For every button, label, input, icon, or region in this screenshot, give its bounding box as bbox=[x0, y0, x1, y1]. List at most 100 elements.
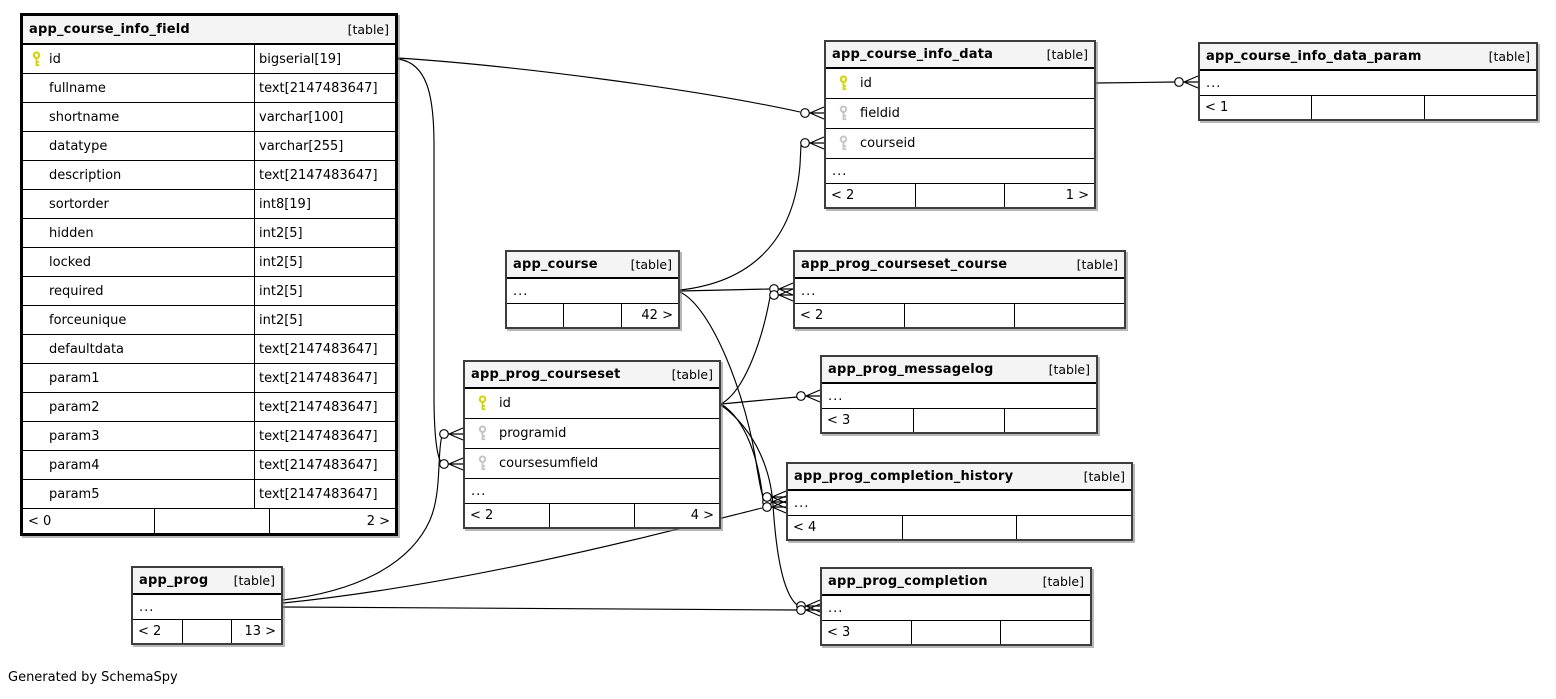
table-header[interactable]: app_course [table] bbox=[507, 252, 678, 279]
footer-mid bbox=[901, 516, 1017, 539]
column-name: hidden bbox=[49, 225, 94, 241]
column-name: param5 bbox=[49, 486, 100, 502]
table-header[interactable]: app_prog_courseset_course [table] bbox=[795, 252, 1124, 279]
column-name: shortname bbox=[49, 109, 120, 125]
column-name: id bbox=[860, 76, 872, 91]
table-app_prog_completion[interactable]: app_prog_completion [table] ... < 3 bbox=[820, 567, 1092, 646]
column-name: programid bbox=[499, 426, 567, 441]
table-tag: [table] bbox=[1083, 469, 1125, 484]
column-type: text[2147483647] bbox=[254, 74, 395, 102]
generated-by-text: Generated by SchemaSpy bbox=[8, 670, 178, 685]
ellipsis-row: ... bbox=[822, 596, 1090, 621]
table-name: app_course_info_field bbox=[29, 22, 190, 37]
column-name: fieldid bbox=[860, 106, 900, 121]
column-type: int2[5] bbox=[254, 277, 395, 305]
column-type: int2[5] bbox=[254, 306, 395, 334]
footer-mid bbox=[181, 620, 232, 643]
table-app_course_info_data_param[interactable]: app_course_info_data_param [table] ... <… bbox=[1198, 42, 1538, 121]
table-tag: [table] bbox=[233, 573, 275, 588]
table-footer: 42 > bbox=[507, 304, 678, 327]
column-type: varchar[255] bbox=[254, 132, 395, 160]
column-name: param3 bbox=[49, 428, 100, 444]
crowfoot-connector bbox=[796, 603, 821, 617]
table-header[interactable]: app_prog_completion [table] bbox=[822, 569, 1090, 596]
table-header[interactable]: app_prog_completion_history [table] bbox=[788, 464, 1131, 491]
footer-mid bbox=[563, 304, 620, 327]
table-footer: < 3 bbox=[822, 409, 1096, 432]
table-name: app_prog_completion_history bbox=[794, 469, 1014, 484]
footer-right bbox=[1016, 516, 1131, 539]
crowfoot-connector bbox=[800, 136, 825, 150]
crowfoot-connector bbox=[769, 288, 794, 302]
footer-right: 1 > bbox=[1004, 184, 1094, 207]
footer-mid bbox=[910, 621, 1001, 644]
column-row: required int2[5] bbox=[23, 277, 395, 306]
foreign-key-icon bbox=[826, 135, 860, 152]
fk-edge bbox=[397, 58, 443, 464]
footer-mid bbox=[1311, 96, 1423, 119]
table-name: app_prog_courseset_course bbox=[801, 257, 1008, 272]
fk-edge bbox=[397, 57, 801, 113]
table-name: app_prog_completion bbox=[828, 574, 988, 589]
table-header[interactable]: app_course_info_field [table] bbox=[23, 16, 395, 45]
primary-key-icon bbox=[23, 50, 49, 68]
table-header[interactable]: app_prog [table] bbox=[133, 568, 281, 595]
table-app_course[interactable]: app_course [table] ... 42 > bbox=[505, 250, 680, 329]
column-type: text[2147483647] bbox=[254, 364, 395, 392]
column-row: id bbox=[826, 69, 1094, 99]
footer-right bbox=[1004, 409, 1096, 432]
column-type: varchar[100] bbox=[254, 103, 395, 131]
table-columns: ... bbox=[788, 491, 1131, 516]
fk-edge bbox=[282, 606, 798, 611]
table-header[interactable]: app_course_info_data_param [table] bbox=[1200, 44, 1536, 71]
table-columns: ... bbox=[133, 595, 281, 620]
fk-edge bbox=[679, 144, 802, 291]
ellipsis-row: ... bbox=[1200, 71, 1536, 96]
table-name: app_prog bbox=[139, 573, 209, 588]
table-footer: < 1 bbox=[1200, 96, 1536, 119]
table-header[interactable]: app_prog_courseset [table] bbox=[465, 362, 719, 389]
column-name: locked bbox=[49, 254, 92, 270]
table-footer: < 2 1 > bbox=[826, 184, 1094, 207]
column-type: text[2147483647] bbox=[254, 393, 395, 421]
footer-mid bbox=[549, 504, 634, 527]
table-columns: ... bbox=[507, 279, 678, 304]
table-header[interactable]: app_prog_messagelog [table] bbox=[822, 357, 1096, 384]
column-name: id bbox=[499, 396, 511, 411]
table-tag: [table] bbox=[347, 22, 389, 37]
table-app_prog_messagelog[interactable]: app_prog_messagelog [table] ... < 3 bbox=[820, 355, 1098, 434]
table-columns: ... bbox=[822, 384, 1096, 409]
footer-right: 2 > bbox=[269, 509, 395, 533]
footer-left: < 2 bbox=[831, 188, 855, 203]
fk-edge bbox=[282, 435, 443, 601]
table-name: app_prog_messagelog bbox=[828, 362, 994, 377]
crowfoot-connector bbox=[1174, 75, 1199, 89]
column-name: defaultdata bbox=[49, 341, 125, 357]
table-columns: ... bbox=[1200, 71, 1536, 96]
fk-edge bbox=[679, 291, 764, 497]
footer-left: < 2 bbox=[470, 508, 494, 523]
table-header[interactable]: app_course_info_data [table] bbox=[826, 42, 1094, 69]
column-name: param4 bbox=[49, 457, 100, 473]
column-name: required bbox=[49, 283, 104, 299]
primary-key-icon bbox=[826, 75, 860, 92]
table-app_prog_courseset_course[interactable]: app_prog_courseset_course [table] ... < … bbox=[793, 250, 1126, 329]
table-app_prog_completion_history[interactable]: app_prog_completion_history [table] ... … bbox=[786, 462, 1133, 541]
footer-left: < 3 bbox=[827, 413, 851, 428]
footer-right: 42 > bbox=[620, 304, 678, 327]
table-tag: [table] bbox=[630, 257, 672, 272]
table-tag: [table] bbox=[1076, 257, 1118, 272]
column-row: shortname varchar[100] bbox=[23, 103, 395, 132]
table-tag: [table] bbox=[1488, 49, 1530, 64]
